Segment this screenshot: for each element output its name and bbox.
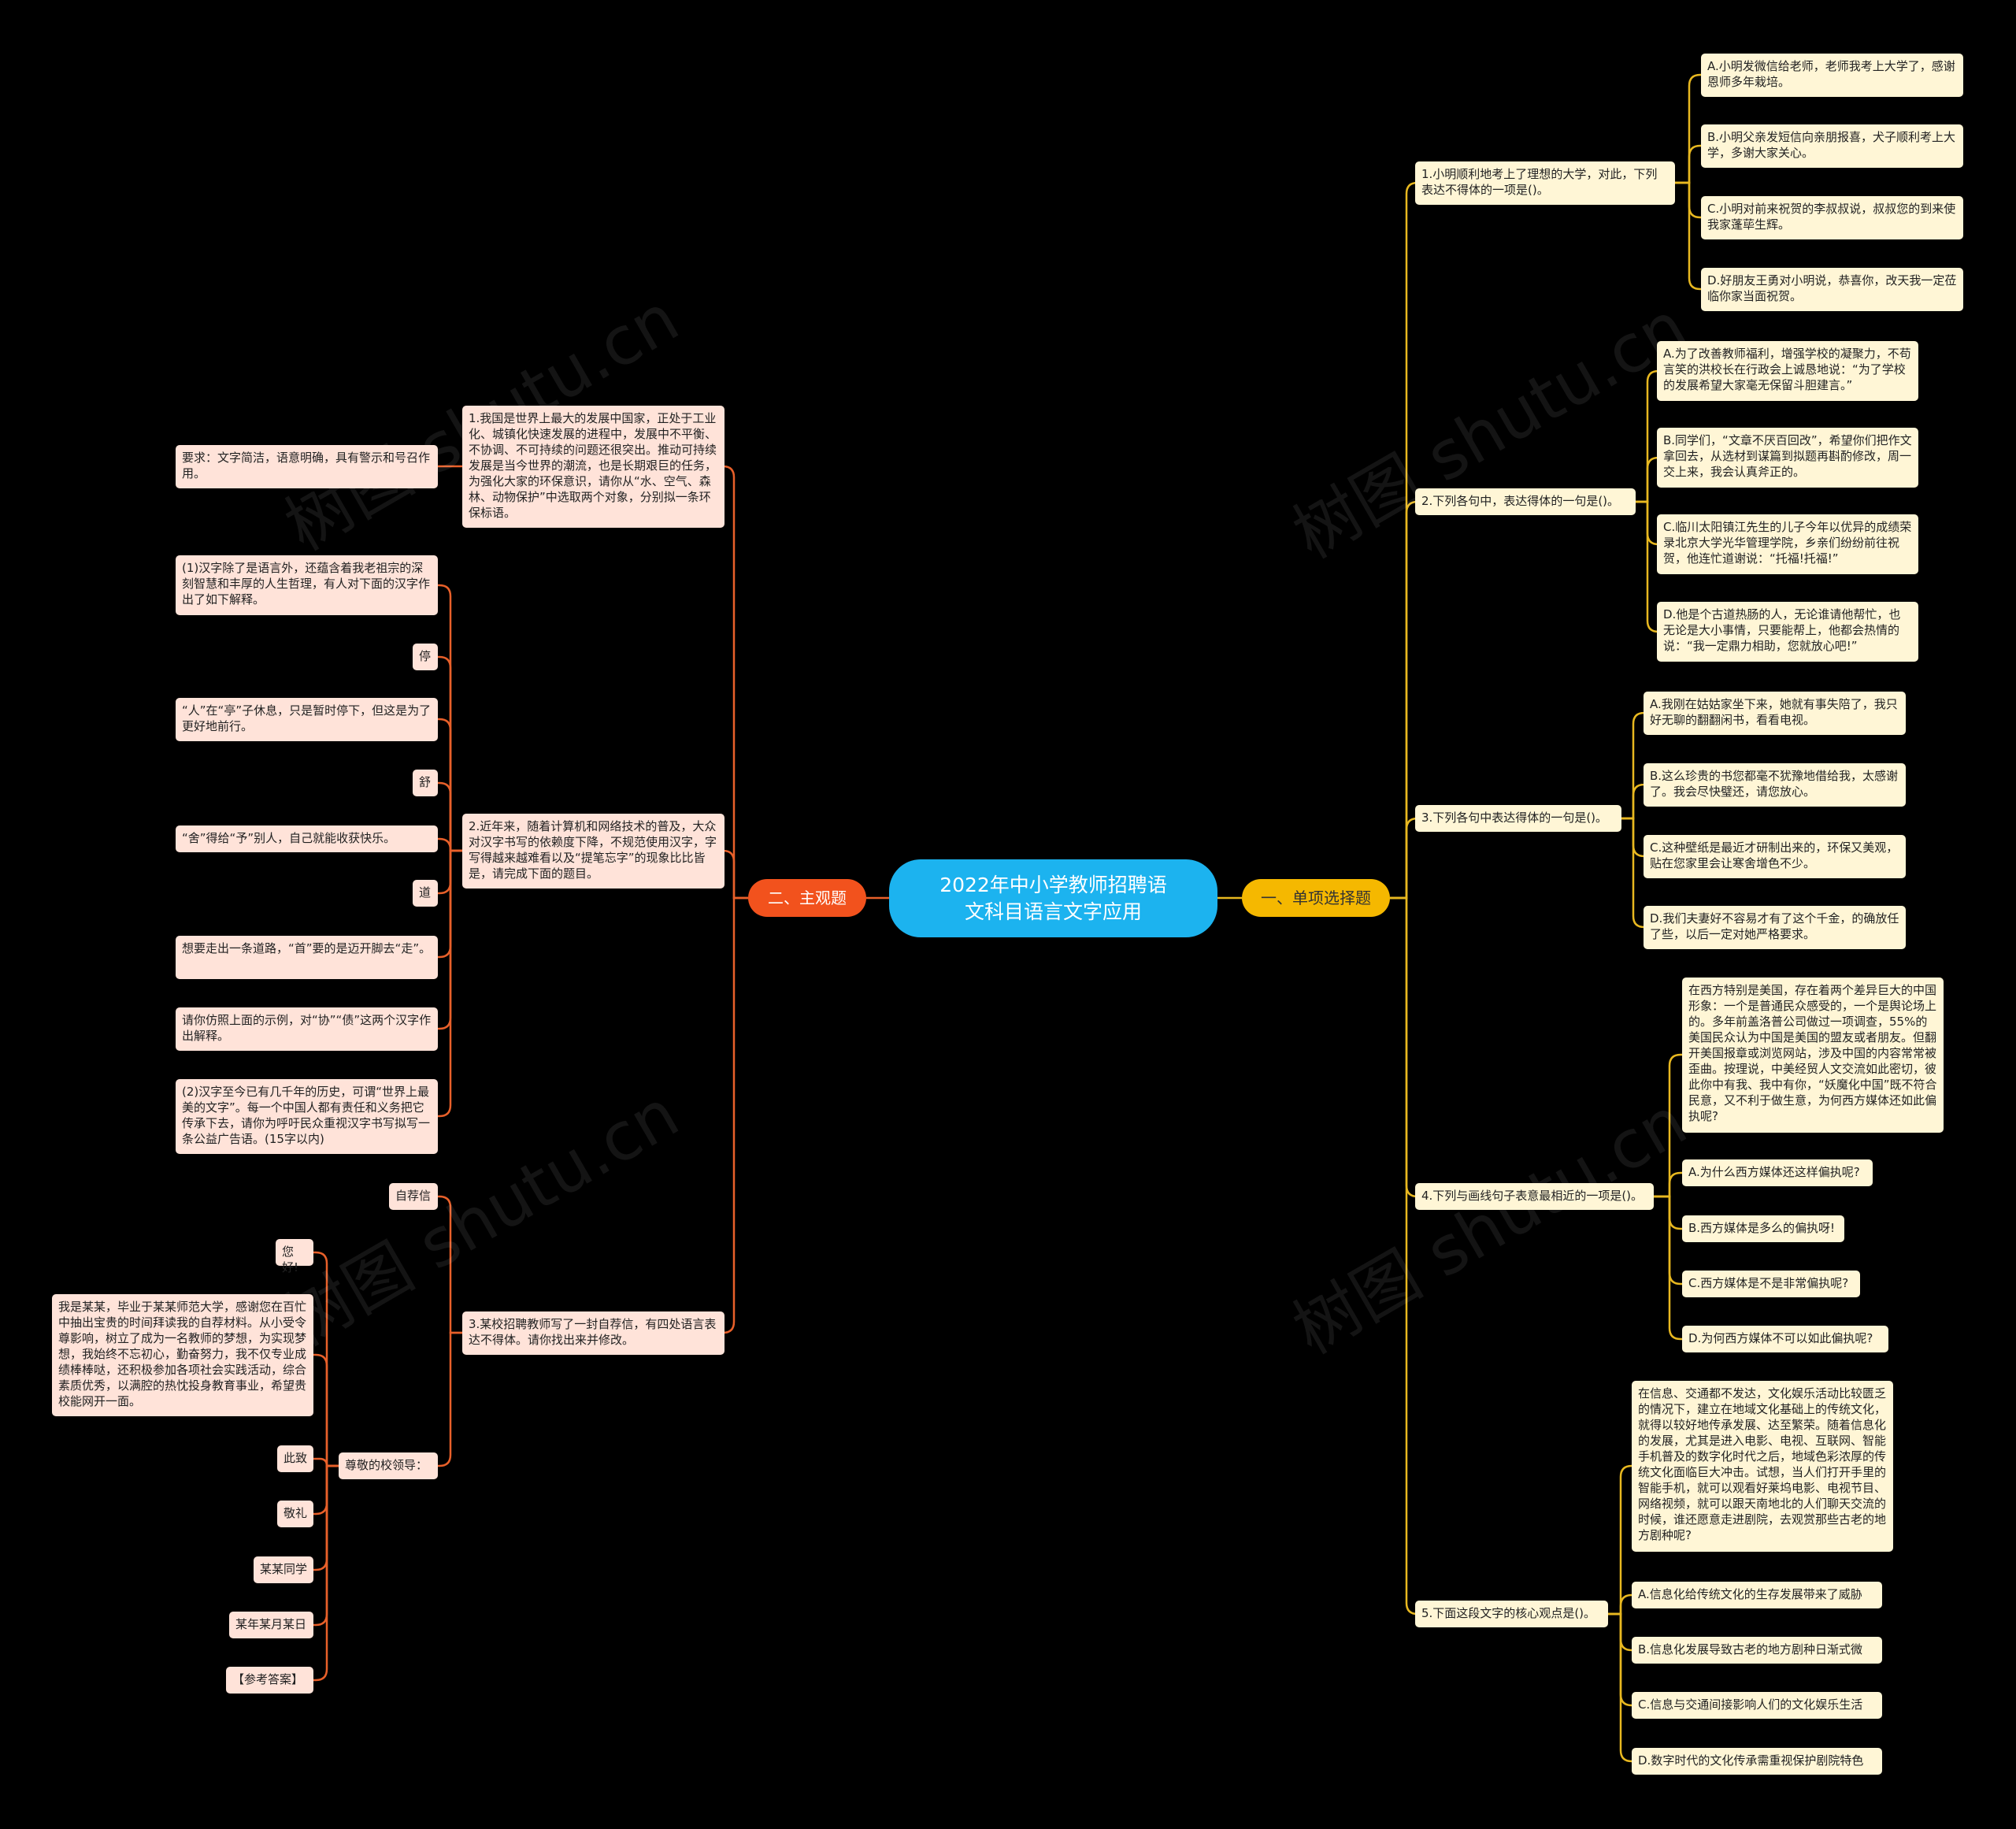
question-1[interactable]: 1.小明顺利地考上了理想的大学，对此，下列表达不得体的一项是()。: [1415, 161, 1675, 205]
link-q1-opt0: [1675, 73, 1701, 184]
branch-single-choice[interactable]: 一、单项选择题: [1242, 879, 1390, 917]
link-greeting-item6: [313, 1464, 339, 1682]
link-q5-opt0: [1608, 1464, 1632, 1616]
option-4c[interactable]: C.西方媒体是不是非常偏执呢?: [1682, 1271, 1860, 1297]
letter-greeting[interactable]: 尊敬的校领导：: [339, 1452, 438, 1479]
link-q2-item3: [438, 781, 462, 852]
root-topic[interactable]: 2022年中小学教师招聘语文科目语言文字应用: [889, 859, 1217, 937]
option-4b[interactable]: B.西方媒体是多么的偏执呀!: [1682, 1215, 1844, 1242]
question-5[interactable]: 5.下面这段文字的核心观点是()。: [1415, 1601, 1608, 1627]
option-3d[interactable]: D.我们夫妻好不容易才有了这个千金，的确放任了些，以后一定对她严格要求。: [1644, 906, 1906, 949]
option-2b[interactable]: B.同学们，“文章不厌百回改”，希望你们把作文拿回去，从选材到谋篇到拟题再斟酌修…: [1657, 428, 1918, 488]
branch-subjective[interactable]: 二、主观题: [748, 879, 866, 917]
link-q5-opt4: [1608, 1612, 1632, 1763]
link-greeting-item1: [313, 1353, 339, 1467]
link-branch-q4: [1390, 896, 1418, 1198]
explain-dao[interactable]: 想要走出一条道路，“首”要的是迈开脚去“走”。: [176, 936, 438, 979]
option-1a[interactable]: A.小明发微信给老师，老师我考上大学了，感谢恩师多年栽培。: [1701, 54, 1963, 97]
link-q3-opt3: [1621, 817, 1645, 929]
option-5c[interactable]: C.信息与交通间接影响人们的文化娱乐生活: [1632, 1692, 1882, 1719]
requirement-note[interactable]: 要求：文字简洁，语意明确，具有警示和号召作用。: [176, 445, 438, 488]
link-branch-q2: [722, 849, 748, 900]
explain-shu[interactable]: “舍”得给“予”别人，自己就能收获快乐。: [176, 825, 438, 852]
link-q2-item0: [438, 584, 462, 852]
link-branch-q3: [1390, 817, 1418, 900]
link-branch-q1: [722, 465, 748, 900]
explain-ting[interactable]: “人”在“亭”子休息，只是暂时停下，但这是为了更好地前行。: [176, 698, 438, 741]
sub-item-2-2[interactable]: (2)汉字至今已有几千年的历史，可谓“世界上最美的文字”。每一个中国人都有责任和…: [176, 1079, 438, 1154]
link-branch-q3: [722, 896, 748, 1334]
link-branch-q1: [1390, 181, 1418, 900]
link-q1-opt2: [1675, 181, 1701, 219]
link-q2-opt3: [1636, 500, 1659, 633]
letter-hello[interactable]: 您好!: [276, 1239, 313, 1274]
option-1d[interactable]: D.好朋友王勇对小明说，恭喜你，改天我一定莅临你家当面祝贺。: [1701, 268, 1963, 311]
option-5a[interactable]: A.信息化给传统文化的生存发展带来了威胁: [1632, 1582, 1882, 1608]
option-2d[interactable]: D.他是个古道热肠的人，无论谁请他帮忙，也无论是大小事情，只要能帮上，他都会热情…: [1657, 602, 1918, 662]
link-q2-opt1: [1636, 456, 1659, 503]
char-ting[interactable]: 停: [413, 644, 438, 670]
letter-closing-1[interactable]: 此致: [277, 1445, 313, 1472]
link-q4-opt0: [1654, 1053, 1682, 1198]
link-q4-opt4: [1654, 1195, 1682, 1341]
char-dao[interactable]: 道: [413, 880, 438, 907]
passage-5[interactable]: 在信息、交通都不发达，文化娱乐活动比较匮乏的情况下，建立在地域文化基础上的传统文…: [1632, 1381, 1893, 1552]
link-q3-item1: [438, 1331, 462, 1467]
option-4a[interactable]: A.为什么西方媒体还这样偏执呢?: [1682, 1159, 1873, 1186]
char-shu[interactable]: 舒: [413, 770, 438, 796]
question-3[interactable]: 3.下列各句中表达得体的一句是()。: [1415, 805, 1621, 832]
link-q1-opt1: [1675, 144, 1701, 184]
option-1b[interactable]: B.小明父亲发短信向亲朋报喜，犬子顺利考上大学，多谢大家关心。: [1701, 124, 1963, 168]
option-2a[interactable]: A.为了改善教师福利，增强学校的凝聚力，不苟言笑的洪校长在行政会上诚恳地说：“为…: [1657, 341, 1918, 401]
option-5b[interactable]: B.信息化发展导致古老的地方剧种日渐式微: [1632, 1637, 1882, 1664]
option-3c[interactable]: C.这种壁纸是最近才研制出来的，环保又美观，贴在您家里会让寒舍增色不少。: [1644, 835, 1906, 878]
option-1c[interactable]: C.小明对前来祝贺的李叔叔说，叔叔您的到来使我家蓬荜生辉。: [1701, 196, 1963, 239]
passage-4[interactable]: 在西方特别是美国，存在着两个差异巨大的中国形象：一个是普通民众感受的，一个是舆论…: [1682, 978, 1944, 1133]
imitate-prompt[interactable]: 请你仿照上面的示例，对“协”“债”这两个汉字作出解释。: [176, 1007, 438, 1051]
subjective-question-2[interactable]: 2.近年来，随着计算机和网络技术的普及，大众对汉字书写的依赖度下降，不规范使用汉…: [462, 814, 724, 889]
link-q4-opt1: [1654, 1171, 1682, 1198]
option-2c[interactable]: C.临川太阳镇江先生的儿子今年以优异的成绩荣录北京大学光华管理学院，乡亲们纷纷前…: [1657, 514, 1918, 574]
option-5d[interactable]: D.数字时代的文化传承需重视保护剧院特色: [1632, 1748, 1882, 1775]
letter-body[interactable]: 我是某某，毕业于某某师范大学，感谢您在百忙中抽出宝贵的时间拜读我的自荐材料。从小…: [52, 1294, 313, 1416]
question-4[interactable]: 4.下列与画线句子表意最相近的一项是()。: [1415, 1183, 1654, 1210]
subjective-question-3[interactable]: 3.某校招聘教师写了一封自荐信，有四处语言表达不得体。请你找出来并修改。: [462, 1311, 724, 1355]
option-3a[interactable]: A.我刚在姑姑家坐下来，她就有事失陪了，我只好无聊的翻翻闲书，看看电视。: [1644, 692, 1906, 735]
link-branch-q5: [1390, 896, 1418, 1616]
link-q3-item0: [438, 1195, 462, 1334]
option-4d[interactable]: D.为何西方媒体不可以如此偏执呢?: [1682, 1326, 1888, 1352]
sub-item-2-1[interactable]: (1)汉字除了是语言外，还蕴含着我老祖宗的深刻智慧和丰厚的人生哲理，有人对下面的…: [176, 555, 438, 615]
link-q1-opt3: [1675, 181, 1701, 291]
link-q2-item1: [438, 655, 462, 852]
link-q4-opt2: [1654, 1195, 1682, 1230]
subjective-question-1[interactable]: 1.我国是世界上最大的发展中国家，正处于工业化、城镇化快速发展的进程中，发展中不…: [462, 406, 724, 528]
link-q5-opt1: [1608, 1593, 1632, 1616]
link-greeting-item0: [313, 1251, 339, 1467]
option-3b[interactable]: B.这么珍贵的书您都毫不犹豫地借给我，太感谢了。我会尽快璧还，请您放心。: [1644, 763, 1906, 807]
letter-title[interactable]: 自荐信: [389, 1183, 438, 1210]
link-branch-q2: [1390, 500, 1418, 900]
link-q2-item2: [438, 718, 462, 852]
letter-date[interactable]: 某年某月某日: [229, 1612, 313, 1638]
link-q4-opt3: [1654, 1195, 1682, 1285]
letter-signature[interactable]: 某某同学: [254, 1556, 313, 1583]
reference-answer[interactable]: 【参考答案】: [226, 1667, 313, 1694]
link-q2-item8: [438, 849, 462, 1118]
question-2[interactable]: 2.下列各句中，表达得体的一句是()。: [1415, 488, 1636, 515]
root-title-line1: 2022年中小学教师招聘语: [939, 873, 1167, 896]
root-title-line2: 文科目语言文字应用: [964, 900, 1142, 923]
letter-closing-2[interactable]: 敬礼: [277, 1501, 313, 1527]
